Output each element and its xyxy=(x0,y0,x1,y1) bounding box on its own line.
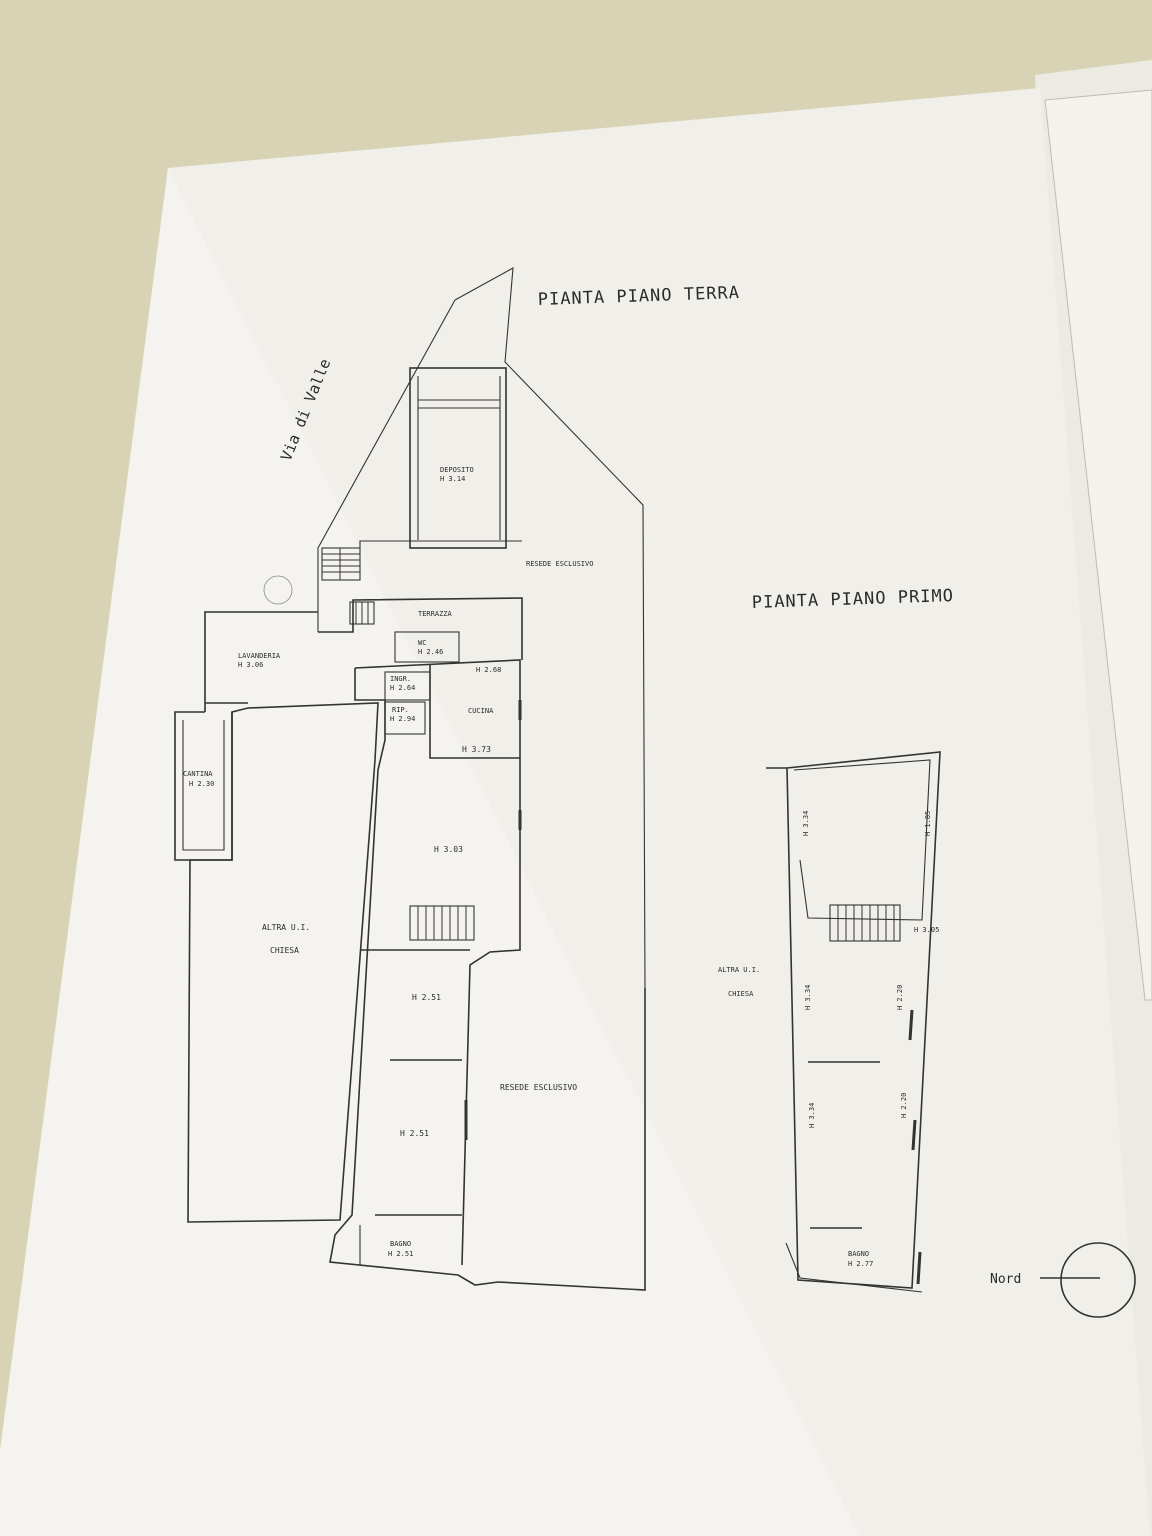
chiesa-label: CHIESA xyxy=(270,946,299,955)
ground-main-stair xyxy=(409,905,475,941)
resede-top-label: RESEDE ESCLUSIVO xyxy=(526,560,593,568)
paper-shade xyxy=(168,88,1150,1536)
height-373-label: H 3.73 xyxy=(462,745,491,754)
first-bagno-label: BAGNO xyxy=(848,1250,869,1258)
wc-label: WC xyxy=(418,639,426,647)
resede-bottom-label: RESEDE ESCLUSIVO xyxy=(500,1083,577,1092)
terrazza-label: TERRAZZA xyxy=(418,610,453,618)
height-251-a-label: H 2.51 xyxy=(412,993,441,1002)
background-sheet-edge xyxy=(1044,89,1152,1001)
deposito-label: DEPOSITO xyxy=(440,466,474,474)
lavanderia-label: LAVANDERIA xyxy=(238,652,281,660)
ingr-height: H 2.64 xyxy=(390,684,415,692)
deposito-height: H 3.14 xyxy=(440,475,465,483)
cantina-label: CANTINA xyxy=(183,770,213,778)
cantina-height: H 2.30 xyxy=(189,780,214,788)
first-height-220-a: H 2.20 xyxy=(896,985,904,1010)
north-arrow xyxy=(1040,1242,1136,1318)
first-chiesa-label: CHIESA xyxy=(728,990,754,998)
altra-ui-label: ALTRA U.I. xyxy=(262,923,310,932)
rip-label: RIP. xyxy=(392,706,409,714)
ingr-label: INGR. xyxy=(390,675,411,683)
height-303-label: H 3.03 xyxy=(434,845,463,854)
first-height-185: H 1.85 xyxy=(924,811,932,836)
first-floor-plan xyxy=(766,751,941,1293)
north-label: Nord xyxy=(990,1272,1021,1287)
first-bagno-height: H 2.77 xyxy=(848,1260,873,1268)
terrazza-stair xyxy=(349,601,375,625)
height-268-label: H 2.68 xyxy=(476,666,501,674)
first-height-334-c: H 3.34 xyxy=(808,1103,816,1128)
cucina-label: CUCINA xyxy=(468,707,494,715)
height-251-b-label: H 2.51 xyxy=(400,1129,429,1138)
rip-height: H 2.94 xyxy=(390,715,415,723)
first-floor-stair xyxy=(829,904,901,942)
bagno-height: H 2.51 xyxy=(388,1250,413,1258)
bagno-label: BAGNO xyxy=(390,1240,411,1248)
ground-floor-plan xyxy=(174,267,646,1291)
first-height-334-a: H 3.34 xyxy=(802,811,810,836)
first-height-220-b: H 2.20 xyxy=(900,1093,908,1118)
first-height-305: H 3.05 xyxy=(914,926,939,934)
lavanderia-height: H 3.06 xyxy=(238,661,263,669)
first-height-334-b: H 3.34 xyxy=(804,985,812,1010)
first-altra-ui-label: ALTRA U.I. xyxy=(718,966,760,974)
wc-height: H 2.46 xyxy=(418,648,443,656)
ground-top-stair xyxy=(321,547,361,581)
